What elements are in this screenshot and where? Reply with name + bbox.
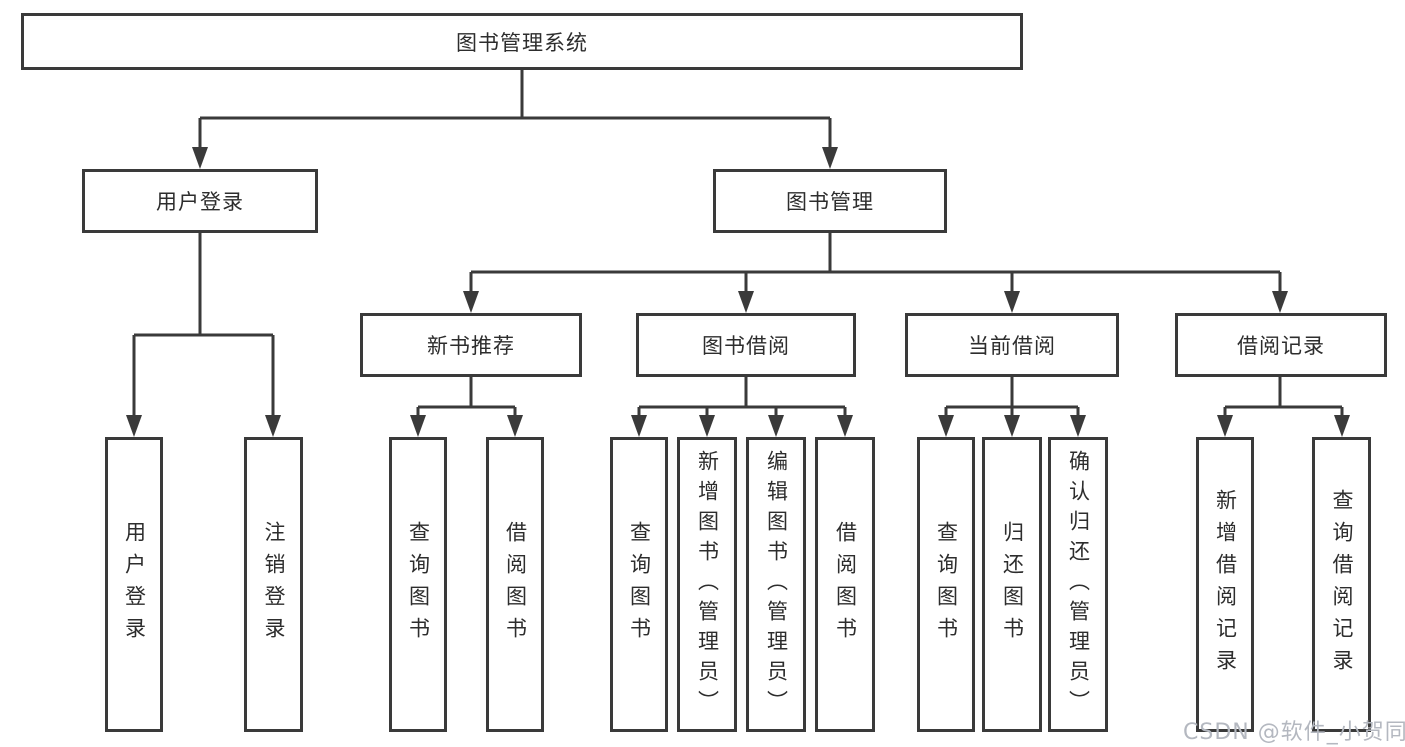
- leaf-label: 用户登录: [122, 520, 147, 649]
- leaf-user-login: 用户登录: [105, 437, 163, 732]
- leaf-label: 借阅图书: [833, 520, 858, 649]
- node-library-management-system: 图书管理系统: [21, 13, 1023, 70]
- connector-current-borrow-leaves: [938, 377, 1086, 437]
- node-label: 当前借阅: [968, 334, 1056, 358]
- node-label: 图书管理: [786, 190, 874, 214]
- leaf-label: 查询图书: [627, 520, 652, 649]
- connector-book-borrow-leaves: [631, 377, 853, 437]
- connector-root-to-branches: [192, 69, 838, 169]
- leaf-label: 查询图书: [406, 520, 431, 649]
- leaf-label: 归还图书: [1000, 520, 1025, 649]
- node-user-login: 用户登录: [82, 169, 318, 233]
- leaf-label: 查询借阅记录: [1330, 488, 1354, 681]
- leaf-label: 查询图书: [934, 520, 959, 649]
- leaf-label: 借阅图书: [503, 520, 528, 649]
- node-label: 图书管理系统: [456, 30, 588, 55]
- connector-borrow-records-leaves: [1217, 377, 1350, 437]
- leaf-label: 确认归还（管理员）: [1066, 449, 1091, 720]
- leaf-borrow-edit-books-admin: 编辑图书（管理员）: [746, 437, 806, 732]
- leaf-label: 注销登录: [262, 520, 286, 649]
- connector-user-login-leaves: [126, 233, 281, 437]
- node-label: 图书借阅: [702, 334, 790, 358]
- leaf-current-return-books: 归还图书: [982, 437, 1042, 732]
- csdn-watermark: CSDN @软件_小贺同学: [1183, 720, 1405, 745]
- node-borrow-records: 借阅记录: [1175, 313, 1387, 377]
- leaf-label: 编辑图书（管理员）: [764, 449, 789, 720]
- leaf-current-query-books: 查询图书: [917, 437, 975, 732]
- node-new-book-recommend: 新书推荐: [360, 313, 582, 377]
- leaf-borrow-query-books: 查询图书: [610, 437, 668, 732]
- leaf-borrow-add-books-admin: 新增图书（管理员）: [677, 437, 737, 732]
- node-book-management: 图书管理: [713, 169, 947, 233]
- node-label: 用户登录: [156, 190, 244, 214]
- node-label: 借阅记录: [1237, 334, 1325, 358]
- leaf-newbook-borrow-books: 借阅图书: [486, 437, 544, 732]
- leaf-label: 新增借阅记录: [1213, 488, 1238, 681]
- leaf-label: 新增图书（管理员）: [695, 449, 720, 720]
- leaf-records-query-record: 查询借阅记录: [1312, 437, 1371, 732]
- leaf-newbook-query-books: 查询图书: [389, 437, 447, 732]
- connector-new-book-leaves: [410, 377, 523, 437]
- node-label: 新书推荐: [427, 334, 515, 358]
- node-current-borrow: 当前借阅: [905, 313, 1119, 377]
- leaf-logout: 注销登录: [244, 437, 303, 732]
- leaf-current-confirm-return-admin: 确认归还（管理员）: [1048, 437, 1108, 732]
- node-book-borrow: 图书借阅: [636, 313, 856, 377]
- leaf-records-add-record: 新增借阅记录: [1196, 437, 1254, 732]
- connector-book-management-groups: [463, 233, 1288, 313]
- leaf-borrow-borrow-books: 借阅图书: [815, 437, 875, 732]
